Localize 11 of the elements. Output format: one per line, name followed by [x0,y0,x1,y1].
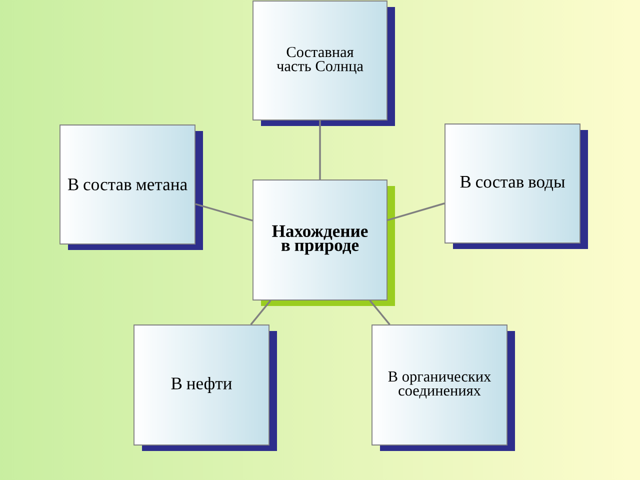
connector-line [369,300,390,326]
text-box: Нахождение в природе [252,180,395,306]
connector-line [195,203,253,222]
connector-line [387,202,445,222]
text-box: В состав воды [444,124,588,249]
connector-line [319,120,321,180]
connector-line [250,300,272,326]
text-box: В органических соединениях [372,324,515,451]
text-box: Составная часть Солнца [252,0,395,126]
text-box: В нефти [134,324,277,451]
text-box: В состав метана [60,124,203,250]
